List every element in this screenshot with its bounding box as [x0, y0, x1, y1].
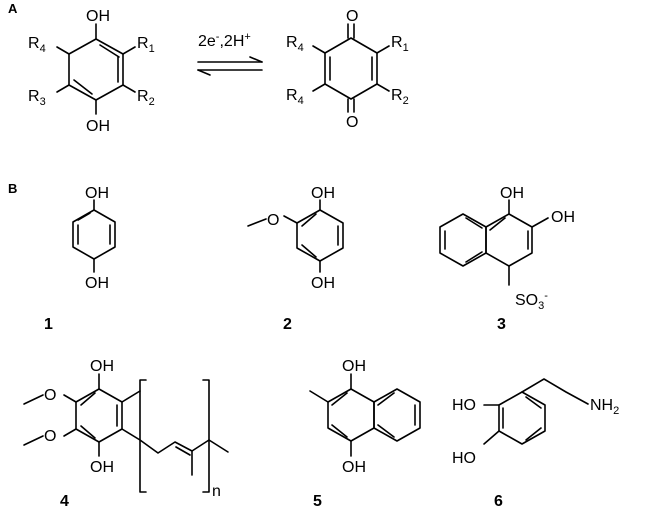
c6-amine: NH2: [590, 397, 619, 417]
panel-label-a: A: [8, 1, 18, 16]
c2-oh-top: OH: [311, 185, 335, 202]
c6-ho-bottom: HO: [452, 450, 476, 467]
q-o-bottom: O: [346, 114, 358, 131]
c4-repeat-n: n: [212, 483, 221, 500]
compound-5-structure: [309, 373, 421, 457]
compound-4-structure: [23, 373, 229, 493]
c3-oh-top: OH: [500, 185, 524, 202]
hq-oh-bottom: OH: [86, 118, 110, 135]
compound-2-number: 2: [283, 316, 292, 333]
compound-5-number: 5: [313, 493, 322, 510]
reagents-label: 2e-,2H+: [198, 31, 251, 50]
hq-oh-top: OH: [86, 8, 110, 25]
q-o-top: O: [346, 8, 358, 25]
hq-r3: R3: [28, 88, 46, 108]
c4-oh-bottom: OH: [90, 459, 114, 476]
c4-oh-top: OH: [90, 358, 114, 375]
compound-4-number: 4: [60, 493, 69, 510]
c1-oh-bottom: OH: [85, 275, 109, 292]
hq-r1: R1: [137, 35, 155, 55]
c5-oh-top: OH: [342, 358, 366, 375]
compound-3-number: 3: [497, 316, 506, 333]
c3-sulfonate: SO3-: [515, 290, 548, 312]
compound-6-structure: [483, 378, 589, 445]
compound-1-number: 1: [44, 316, 53, 333]
c1-oh-top: OH: [85, 185, 109, 202]
c5-oh-bottom: OH: [342, 459, 366, 476]
hq-r4: R4: [28, 35, 46, 55]
compound-3-structure: [439, 199, 549, 286]
quinone-structure: [312, 23, 390, 113]
q-r1: R1: [391, 34, 409, 54]
panel-label-b: B: [8, 181, 17, 196]
compound-2-structure: [247, 199, 344, 273]
c2-oh-bottom: OH: [311, 275, 335, 292]
c2-methoxy-o: O: [267, 212, 279, 229]
hydroquinone-structure: [56, 23, 136, 115]
q-r4-bottom: R4: [286, 87, 304, 107]
c4-methoxy-o-top: O: [44, 387, 56, 404]
compound-6-number: 6: [494, 493, 503, 510]
c6-ho-top: HO: [452, 397, 476, 414]
hq-r2: R2: [137, 88, 155, 108]
q-r4-top: R4: [286, 34, 304, 54]
compound-1-structure: [72, 199, 116, 273]
c3-oh-side: OH: [551, 209, 575, 226]
q-r2: R2: [391, 87, 409, 107]
c4-methoxy-o-bottom: O: [44, 428, 56, 445]
equilibrium-arrow: [197, 56, 263, 76]
